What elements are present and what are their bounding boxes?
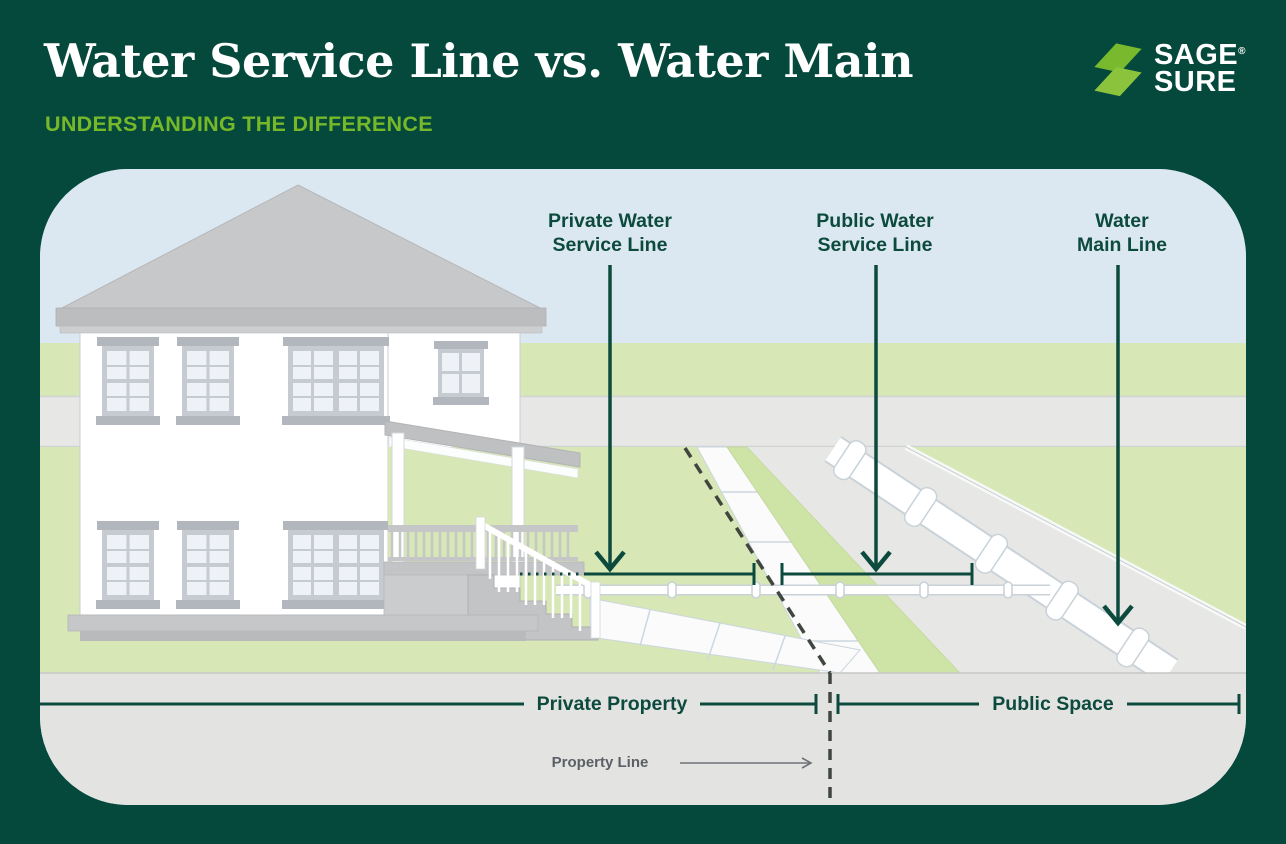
water-main-pipe — [824, 436, 1179, 685]
measurement-private-service — [520, 563, 756, 585]
water-main-couplings — [833, 440, 1150, 668]
callout-water-main-label: Water Main Line — [1077, 210, 1167, 256]
porch-roof — [384, 420, 581, 468]
page-subtitle: UNDERSTANDING THE DIFFERENCE — [45, 112, 433, 136]
page-title: Water Service Line vs. Water Main — [44, 34, 914, 88]
service-line-pipe — [556, 581, 1050, 599]
house-illustration — [55, 184, 601, 641]
sagesure-logo-icon — [1094, 43, 1142, 97]
sagesure-logo: SAGE® SURE — [1091, 37, 1246, 97]
callout-private-service-label: Private Water Service Line — [548, 210, 672, 256]
private-property-label: Private Property — [492, 692, 732, 716]
illustration-panel: Private Water Service Line Public Water … — [40, 169, 1246, 805]
newel-post — [590, 581, 601, 639]
property-line-label: Property Line — [490, 753, 710, 773]
callout-arrow-private-service — [594, 265, 626, 573]
callout-arrow-public-service — [860, 265, 892, 573]
callout-arrow-water-main — [1102, 265, 1134, 627]
registered-mark: ® — [1238, 46, 1246, 57]
callout-public-service-label: Public Water Service Line — [816, 210, 934, 256]
house-roof — [55, 184, 547, 334]
sagesure-logo-text: SAGE® SURE — [1153, 39, 1246, 98]
property-line-dashed — [683, 447, 832, 805]
newel-post — [475, 516, 486, 570]
neighborhood-illustration — [40, 169, 1246, 805]
property-line-pointer-arrow — [680, 757, 813, 769]
measurement-public-service — [780, 563, 974, 585]
porch-skirt — [383, 574, 469, 618]
public-space-label: Public Space — [933, 692, 1173, 716]
porch-column — [391, 432, 405, 564]
house-foundation — [67, 614, 539, 641]
